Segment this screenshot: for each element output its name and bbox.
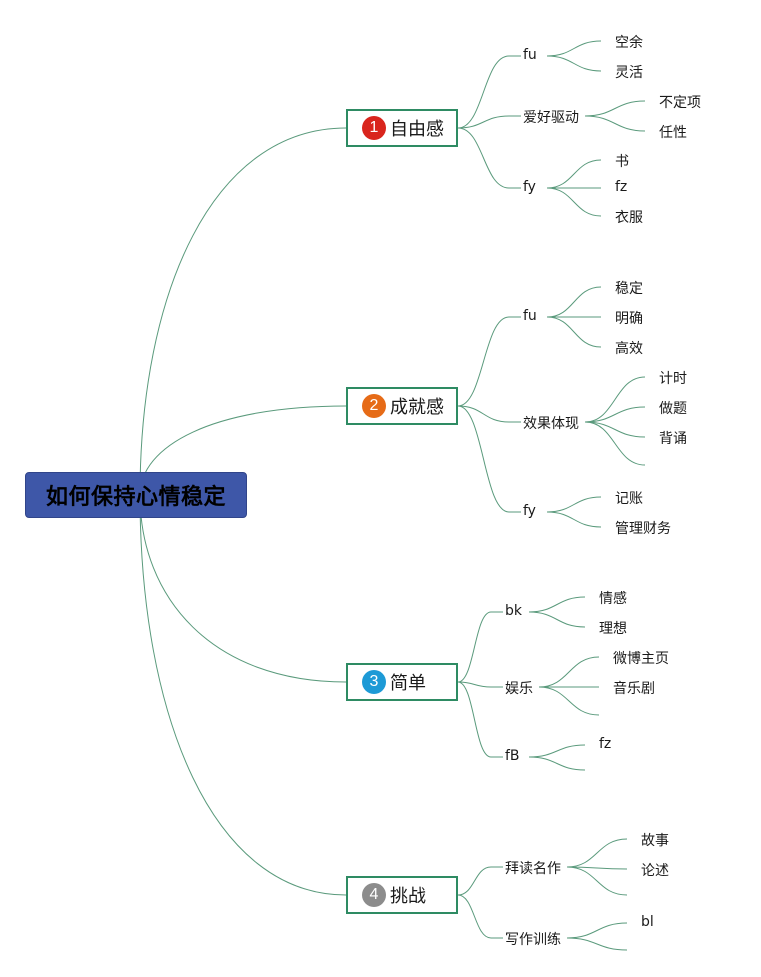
sub-to-leaf-connector <box>566 866 628 896</box>
sub-to-leaf-connector <box>584 115 646 132</box>
sub-node[interactable]: bk <box>505 603 522 619</box>
branch-label: 成就感 <box>390 397 444 418</box>
sub-to-leaf-connector <box>546 316 602 348</box>
branch-to-sub-connector <box>457 866 492 896</box>
sub-to-leaf-connector <box>528 756 586 771</box>
branch-label: 挑战 <box>390 886 426 907</box>
leaf-node[interactable]: 高效 <box>615 341 643 357</box>
number-badge-icon: 2 <box>362 394 386 418</box>
sub-to-leaf-connector <box>566 937 628 951</box>
sub-to-leaf-connector <box>546 187 602 217</box>
sub-to-leaf-connector <box>546 286 602 318</box>
branch-to-sub-connector <box>457 681 492 688</box>
sub-node[interactable]: fu <box>523 47 537 63</box>
sub-to-leaf-connector <box>546 55 602 72</box>
leaf-node[interactable]: bl <box>641 914 654 930</box>
sub-to-leaf-connector <box>584 421 646 438</box>
sub-to-leaf-connector <box>584 100 646 117</box>
branch-to-sub-connector <box>457 611 492 683</box>
leaf-node[interactable]: 故事 <box>641 833 669 849</box>
leaf-node[interactable]: 理想 <box>599 621 627 637</box>
leaf-node[interactable]: 记账 <box>615 491 643 507</box>
leaf-node[interactable]: 微博主页 <box>613 651 669 667</box>
sub-to-leaf-connector <box>584 421 646 466</box>
branch-to-sub-connector <box>457 405 510 513</box>
branch-to-sub-connector <box>457 405 510 423</box>
sub-to-leaf-connector <box>546 511 602 528</box>
branch-to-sub-connector <box>457 681 492 758</box>
branch-to-sub-connector <box>457 127 510 189</box>
leaf-node[interactable]: fz <box>615 179 628 195</box>
leaf-node[interactable]: 情感 <box>599 591 627 607</box>
sub-node[interactable]: fy <box>523 179 536 195</box>
sub-node[interactable]: fu <box>523 308 537 324</box>
leaf-node[interactable]: 书 <box>615 154 629 170</box>
root-branch-connector <box>139 494 347 683</box>
leaf-node[interactable]: 空余 <box>615 35 643 51</box>
leaf-node[interactable]: 计时 <box>659 371 687 387</box>
root-branch-connector <box>139 494 347 896</box>
leaf-node[interactable]: 不定项 <box>659 95 701 111</box>
number-badge-icon: 4 <box>362 883 386 907</box>
sub-node[interactable]: 爱好驱动 <box>523 110 579 126</box>
leaf-node[interactable]: 管理财务 <box>615 521 671 537</box>
branch-to-sub-connector <box>457 894 492 939</box>
leaf-node[interactable]: 稳定 <box>615 281 643 297</box>
sub-to-leaf-connector <box>584 376 646 423</box>
leaf-node[interactable]: 论述 <box>641 863 669 879</box>
sub-node[interactable]: 效果体现 <box>523 416 579 432</box>
sub-node[interactable]: fy <box>523 503 536 519</box>
sub-to-leaf-connector <box>538 686 600 716</box>
sub-to-leaf-connector <box>546 159 602 189</box>
leaf-node[interactable]: fz <box>599 736 612 752</box>
sub-node[interactable]: 娱乐 <box>505 681 533 697</box>
sub-to-leaf-connector <box>546 496 602 513</box>
leaf-node[interactable]: 衣服 <box>615 210 643 226</box>
sub-to-leaf-connector <box>566 838 628 868</box>
branch-label: 简单 <box>390 673 426 694</box>
sub-to-leaf-connector <box>546 40 602 57</box>
sub-to-leaf-connector <box>528 744 586 758</box>
sub-to-leaf-connector <box>528 596 586 613</box>
sub-node[interactable]: 拜读名作 <box>505 861 561 877</box>
leaf-node[interactable]: 明确 <box>615 311 643 327</box>
branch-to-sub-connector <box>457 115 510 129</box>
leaf-node[interactable]: 任性 <box>659 125 687 141</box>
leaf-node[interactable]: 音乐剧 <box>613 681 655 697</box>
sub-node[interactable]: 写作训练 <box>505 932 561 948</box>
branch-label: 自由感 <box>390 119 444 140</box>
sub-to-leaf-connector <box>528 611 586 628</box>
number-badge-icon: 3 <box>362 670 386 694</box>
root-node[interactable]: 如何保持心情稳定 <box>25 472 247 518</box>
sub-to-leaf-connector <box>538 656 600 688</box>
branch-to-sub-connector <box>457 316 510 407</box>
root-label: 如何保持心情稳定 <box>45 485 226 510</box>
sub-to-leaf-connector <box>584 406 646 423</box>
branch-to-sub-connector <box>457 55 510 129</box>
number-badge-icon: 1 <box>362 116 386 140</box>
leaf-node[interactable]: 做题 <box>659 401 687 417</box>
sub-to-leaf-connector <box>566 922 628 939</box>
leaf-node[interactable]: 背诵 <box>659 431 687 447</box>
root-branch-connector <box>139 127 347 496</box>
leaf-node[interactable]: 灵活 <box>615 65 643 81</box>
sub-node[interactable]: fB <box>505 748 520 764</box>
